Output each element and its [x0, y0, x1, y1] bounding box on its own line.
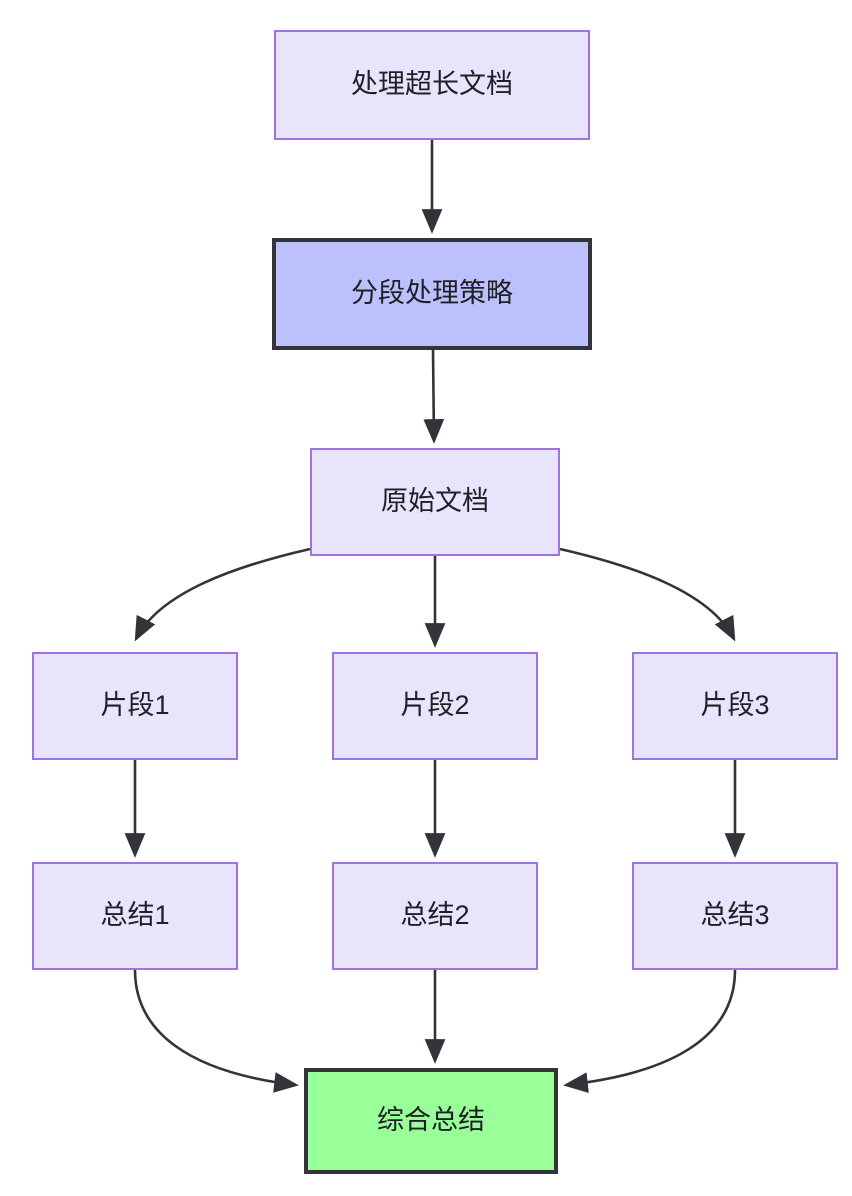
node-chunk-2[interactable]: 片段2	[332, 652, 538, 760]
node-summary-1[interactable]: 总结1	[32, 862, 238, 970]
node-label: 总结3	[700, 900, 770, 931]
edge-summary1-to-final	[133, 969, 299, 1093]
node-process-long-document[interactable]: 处理超长文档	[274, 30, 590, 140]
node-label: 片段3	[700, 690, 770, 721]
node-label: 片段2	[400, 690, 470, 721]
node-label: 原始文档	[381, 486, 489, 517]
node-label: 总结2	[400, 900, 470, 931]
node-original-document[interactable]: 原始文档	[310, 448, 560, 556]
node-summary-2[interactable]: 总结2	[332, 862, 538, 970]
node-summary-3[interactable]: 总结3	[632, 862, 838, 970]
node-label: 处理超长文档	[351, 69, 513, 100]
node-label: 综合总结	[377, 1105, 485, 1136]
node-chunking-strategy[interactable]: 分段处理策略	[272, 238, 592, 350]
node-label: 片段1	[100, 690, 170, 721]
edge-source-to-chunk1	[134, 547, 311, 642]
node-label: 分段处理策略	[351, 278, 513, 309]
node-chunk-1[interactable]: 片段1	[32, 652, 238, 760]
node-chunk-3[interactable]: 片段3	[632, 652, 838, 760]
edge-strategy-to-source	[423, 349, 445, 444]
node-comprehensive-summary[interactable]: 综合总结	[304, 1068, 558, 1174]
node-label: 总结1	[100, 900, 170, 931]
edge-source-to-chunk3	[559, 547, 736, 642]
edge-summary3-to-final	[563, 969, 737, 1093]
